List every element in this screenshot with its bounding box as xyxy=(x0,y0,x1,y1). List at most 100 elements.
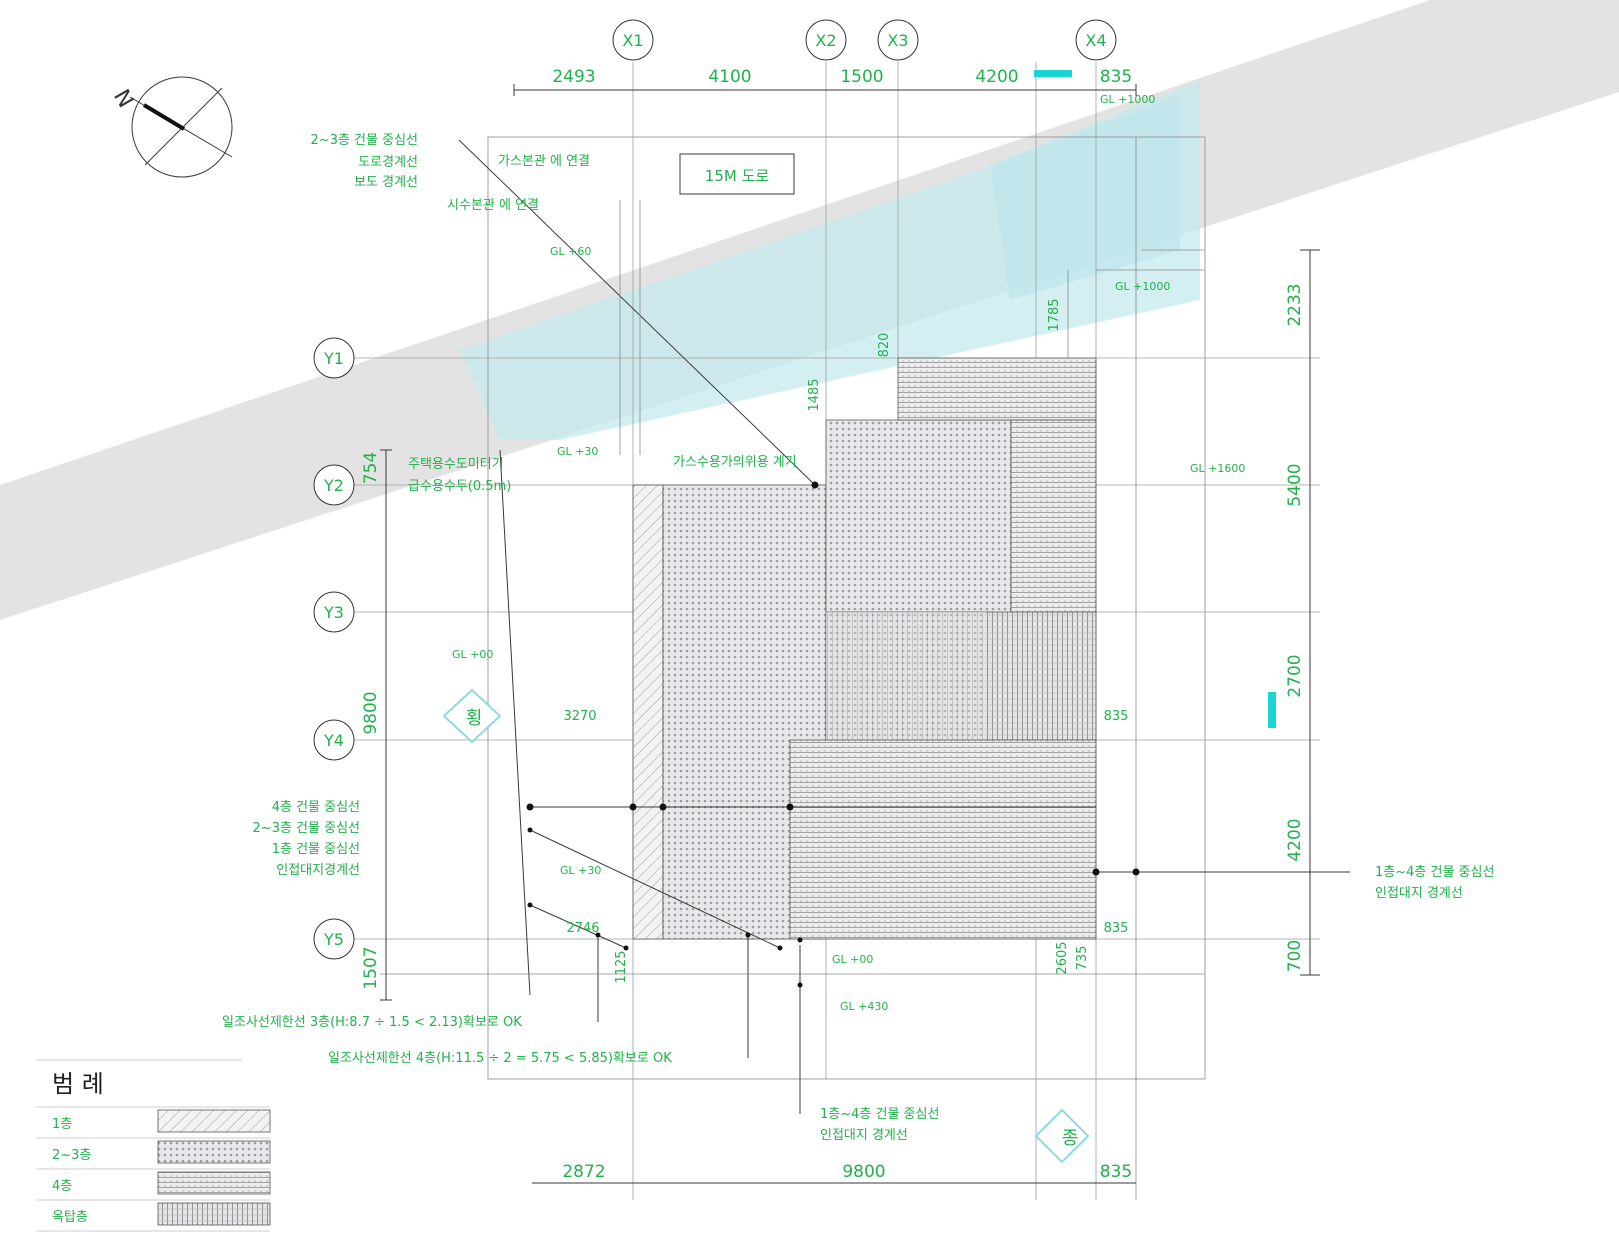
dim-misc-8: 1125 xyxy=(614,950,629,983)
dim-bottom-2: 9800 xyxy=(842,1162,885,1182)
note-sunlight-2: 일조사선제한선 4층(H:11.5 ÷ 2 = 5.75 < 5.85)확보로 … xyxy=(328,1051,672,1066)
section-west-label: 횡 xyxy=(466,708,483,729)
road-band xyxy=(0,0,1619,620)
section-south-label: 종 xyxy=(1062,1128,1079,1149)
legend-swatch-1 xyxy=(157,1109,271,1133)
dim-top-5: 835 xyxy=(1100,67,1132,87)
note-left-3: 1층 건물 중심선 xyxy=(272,842,360,857)
grid-bubble-y4: Y4 xyxy=(323,731,344,750)
level-h: GL +430 xyxy=(840,1000,888,1013)
section-markers: 횡 종 xyxy=(442,688,1090,1164)
leader-lines xyxy=(380,137,1350,1200)
note-top-left-3: 보도 경계선 xyxy=(354,175,418,190)
grid-bubbles-x: X1 X2 X3 X4 xyxy=(612,19,1117,61)
level-c: GL +30 xyxy=(557,445,598,458)
legend-title: 범 례 xyxy=(52,1070,104,1098)
dim-right-4: 4200 xyxy=(1285,818,1305,861)
dim-right-2: 5400 xyxy=(1285,463,1305,506)
grid-bubbles-y: Y1 Y2 Y3 Y4 Y5 xyxy=(313,337,355,960)
note-left-1: 4층 건물 중심선 xyxy=(272,800,360,815)
level-b: GL +1000 xyxy=(1115,280,1170,293)
legend: 범 례 1층 2~3층 4층 옥탑층 xyxy=(36,1059,271,1232)
level-d: GL +1600 xyxy=(1190,462,1245,475)
level-i: GL +1000 xyxy=(1100,93,1155,106)
north-label: N xyxy=(108,85,138,112)
dim-top-3: 1500 xyxy=(840,67,883,87)
note-bottom-center-2: 인접대지 경계선 xyxy=(820,1128,908,1143)
dim-bottom-3: 835 xyxy=(1100,1162,1132,1182)
legend-swatch-3 xyxy=(157,1171,271,1195)
note-bottom-center-1: 1층~4층 건물 중심선 xyxy=(820,1107,939,1122)
grid-bubble-y1: Y1 xyxy=(323,349,344,368)
dimension-chains xyxy=(380,84,1320,1184)
site-boundary xyxy=(487,136,1206,1080)
north-compass-icon: N xyxy=(108,76,233,178)
level-f: GL +30 xyxy=(560,864,601,877)
note-water-meter-2: 급수용수두(0.5m) xyxy=(408,479,511,494)
note-gas-connection: 가스본관 에 연결 xyxy=(498,154,590,169)
top-dimensions: 2493 4100 1500 4200 835 xyxy=(552,67,1132,87)
dim-misc-7: 2746 xyxy=(566,921,599,936)
legend-label-2: 2~3층 xyxy=(52,1148,91,1163)
annotations: 2~3층 건물 중심선 도로경계선 보도 경계선 가스본관 에 연결 시수본관 … xyxy=(222,133,1494,1143)
dim-top-2: 4100 xyxy=(708,67,751,87)
note-gas-meter: 가스수용가의위용 계기 xyxy=(673,455,797,470)
key-points xyxy=(526,481,1140,988)
dim-misc-6: 835 xyxy=(1104,921,1129,936)
road-label: 15M 도로 xyxy=(705,167,770,185)
dim-misc-9: 2605 xyxy=(1055,941,1070,974)
dim-top-4: 4200 xyxy=(975,67,1018,87)
grid-bubble-y3: Y3 xyxy=(323,603,344,622)
note-top-left-2: 도로경계선 xyxy=(358,155,418,170)
floor1-area xyxy=(632,484,664,940)
level-g: GL +00 xyxy=(832,953,873,966)
dim-right-3: 2700 xyxy=(1285,654,1305,697)
floor4-area-lower xyxy=(789,739,1097,940)
note-left-2: 2~3층 건물 중심선 xyxy=(253,821,360,836)
dim-top-1: 2493 xyxy=(552,67,595,87)
dim-left-1: 754 xyxy=(361,452,381,484)
legend-label-1: 1층 xyxy=(52,1117,72,1132)
dim-left-2: 9800 xyxy=(361,691,381,734)
note-sunlight-1: 일조사선제한선 3층(H:8.7 ÷ 1.5 < 2.13)확보로 OK xyxy=(222,1015,522,1030)
floor2-3-lower-mid xyxy=(826,612,986,740)
cyan-marker-top xyxy=(1034,70,1072,77)
dim-right-5: 700 xyxy=(1285,940,1305,972)
misc-dimensions: 1485 820 1785 3270 835 835 2746 1125 260… xyxy=(563,298,1128,983)
bottom-dimensions: 2872 9800 835 xyxy=(562,1162,1132,1182)
level-a: GL +60 xyxy=(550,245,591,258)
dim-misc-2: 820 xyxy=(877,333,892,358)
right-dimensions: 2233 5400 2700 4200 700 xyxy=(1285,283,1305,972)
building-footprint xyxy=(632,357,1097,940)
dim-misc-10: 735 xyxy=(1075,946,1090,971)
legend-swatch-2 xyxy=(157,1140,271,1164)
floor4-area-upper xyxy=(897,357,1097,421)
left-dimensions: 754 9800 1507 xyxy=(361,452,381,990)
dim-bottom-1: 2872 xyxy=(562,1162,605,1182)
dim-misc-1: 1485 xyxy=(807,378,822,411)
note-right-1: 1층~4층 건물 중심선 xyxy=(1375,865,1494,880)
note-top-left-1: 2~3층 건물 중심선 xyxy=(311,133,418,148)
level-markers: GL +60 GL +1000 GL +30 GL +1600 GL +00 G… xyxy=(452,93,1245,1013)
note-right-2: 인접대지 경계선 xyxy=(1375,886,1463,901)
cyan-marker-right xyxy=(1268,692,1276,728)
dim-misc-3: 1785 xyxy=(1047,298,1062,331)
level-e: GL +00 xyxy=(452,648,493,661)
legend-label-3: 4층 xyxy=(52,1179,72,1194)
grid-bubble-y5: Y5 xyxy=(323,930,344,949)
dim-misc-5: 835 xyxy=(1104,709,1129,724)
note-left-4: 인접대지경계선 xyxy=(276,863,360,878)
grid-bubble-x2: X2 xyxy=(815,31,836,50)
grid-bubble-x4: X4 xyxy=(1085,31,1106,50)
note-water-meter-1: 주택용수도미터기 xyxy=(408,457,504,472)
note-water-connection: 시수본관 에 연결 xyxy=(447,198,539,213)
dim-misc-4: 3270 xyxy=(563,709,596,724)
road-label-box xyxy=(679,153,795,195)
legend-label-4: 옥탑층 xyxy=(52,1210,88,1225)
grid-bubble-y2: Y2 xyxy=(323,476,344,495)
dim-left-3: 1507 xyxy=(361,946,381,989)
grid-bubble-x1: X1 xyxy=(622,31,643,50)
floor4-area-right xyxy=(1010,419,1097,613)
legend-swatch-4 xyxy=(157,1202,271,1226)
